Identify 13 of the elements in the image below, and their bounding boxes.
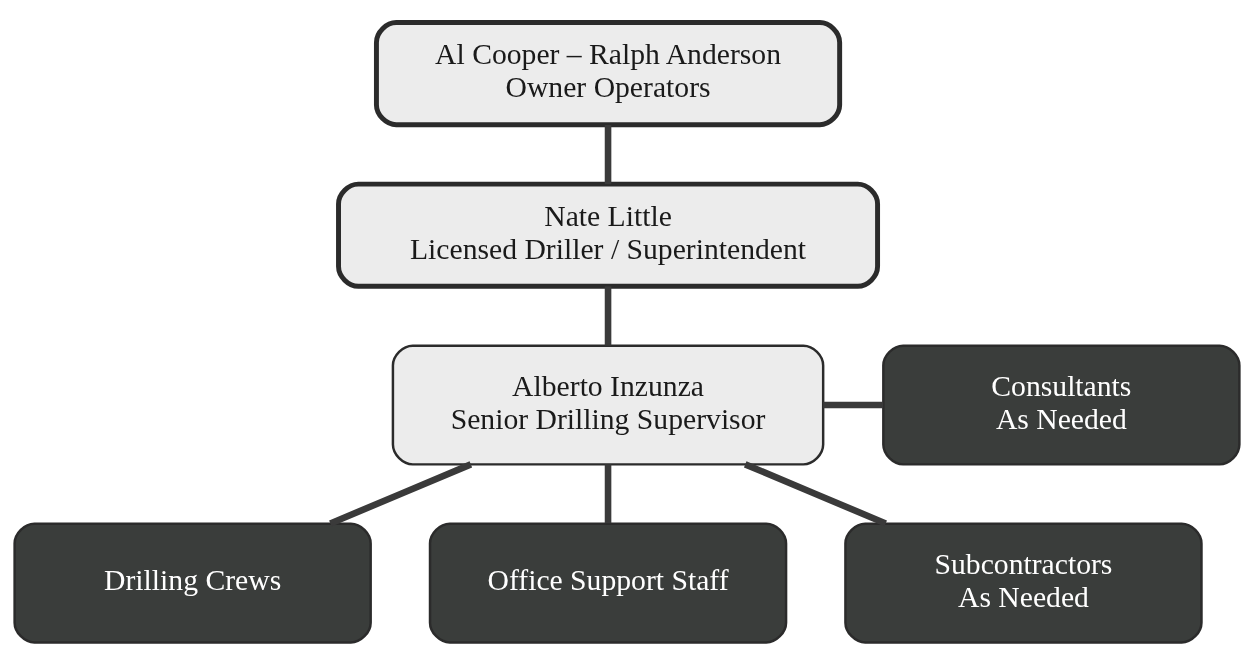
connector [823,401,884,409]
node-box: Nate Little Licensed Driller / Superintendent [336,181,881,289]
connector [329,461,473,527]
connector [604,464,612,524]
node-box: Alberto Inzunza Senior Drilling Supervisor [391,344,825,466]
connector [743,461,887,527]
node-box: Office Support Staff [428,522,788,644]
node-box: Al Cooper – Ralph Anderson Owner Operators [373,20,843,128]
node-box: Subcontractors As Needed [844,522,1203,644]
connector [604,286,612,346]
node-box: Drilling Crews [13,522,372,644]
connector [604,125,612,185]
node-box: Consultants As Needed [882,344,1241,466]
